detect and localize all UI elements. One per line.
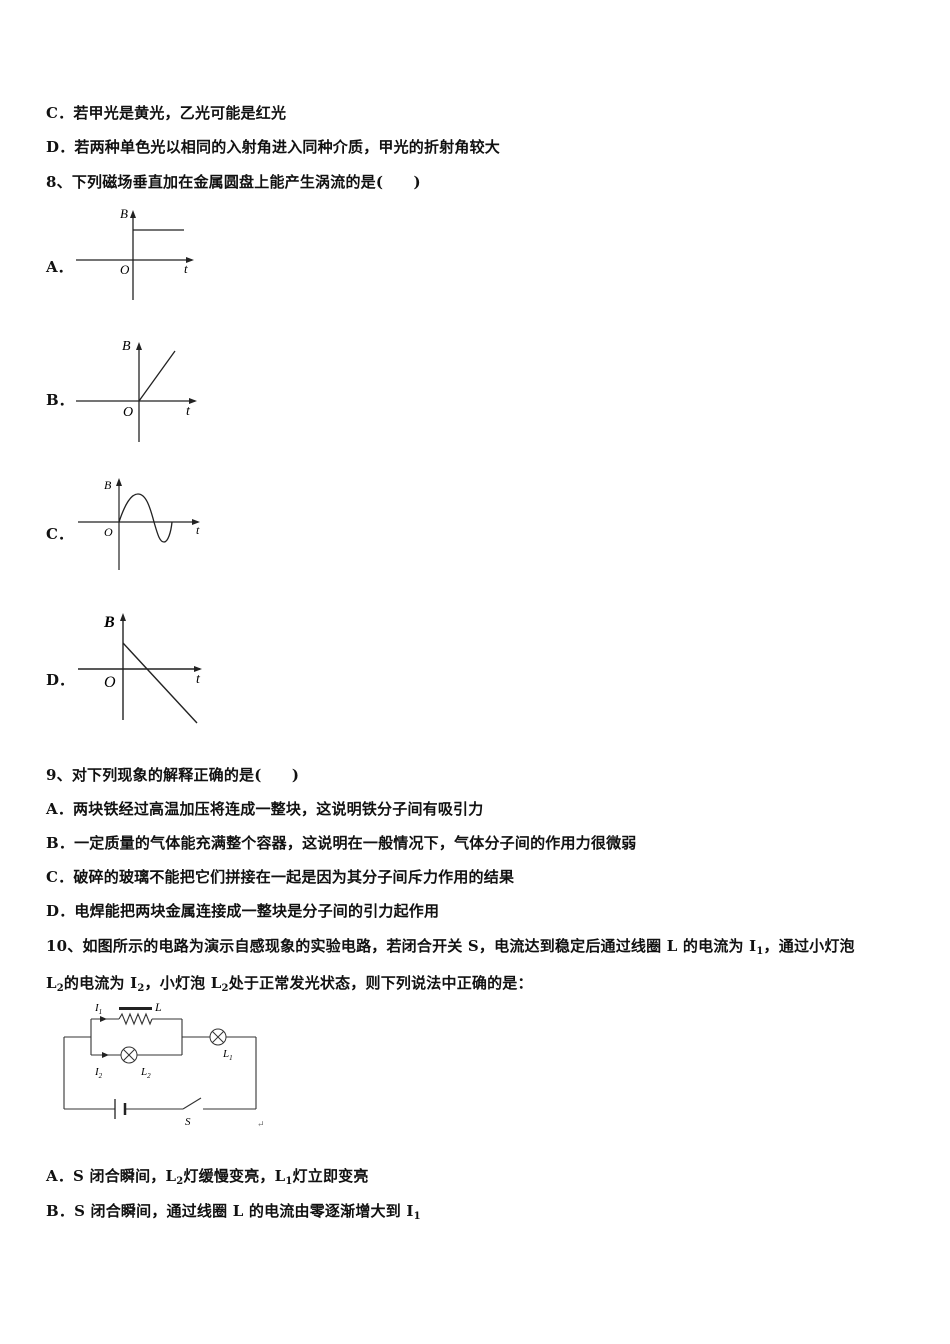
q8-graph-b: B t O (76, 339, 197, 442)
label-l1: L1 (222, 1048, 233, 1062)
q7-option-d: D．若两种单色光以相同的入射角进入同种介质，甲光的折射角较大 (46, 138, 501, 156)
q8-stem: 8、下列磁场垂直加在金属圆盘上能产生涡流的是( ) (46, 173, 421, 191)
lamp-l1 (209, 1028, 227, 1046)
q9-stem: 9、对下列现象的解释正确的是( ) (46, 766, 300, 784)
q10-stem-line1: 10、如图所示的电路为演示自感现象的实验电路，若闭合开关 S，电流达到稳定后通过… (46, 937, 855, 957)
q10-option-a: A．S 闭合瞬间，L2灯缓慢变亮，L1灯立即变亮 (46, 1167, 369, 1187)
q8-option-b-label: B． (46, 391, 74, 409)
q10-stem-line2: L2的电流为 I2，小灯泡 L2处于正常发光状态，则下列说法中正确的是： (46, 974, 533, 994)
q9-option-a: A．两块铁经过高温加压将连成一整块，这说明铁分子间有吸引力 (46, 800, 484, 818)
q8-graph-d: B t O (78, 613, 202, 724)
label-s: S (185, 1116, 191, 1128)
q8-b-axis-t: t (186, 404, 191, 419)
q8-c-axis-t: t (196, 523, 200, 537)
paragraph-mark-icon: ↵ (257, 1119, 265, 1129)
label-i2: I2 (94, 1066, 103, 1080)
q8-a-origin: O (120, 262, 130, 277)
arrow-i2 (102, 1052, 109, 1058)
label-i1: I1 (94, 1002, 102, 1016)
q8-option-d-label: D． (46, 671, 75, 689)
q9-option-d: D．电焊能把两块金属连接成一整块是分子间的引力起作用 (46, 902, 440, 920)
q8-d-origin: O (104, 674, 116, 691)
q10-circuit-diagram: I1 L I2 L2 L1 S ↵ (63, 1000, 265, 1129)
q8-graph-c: B t O (78, 478, 200, 570)
label-l: L (154, 1000, 162, 1014)
arrow-i1 (100, 1016, 107, 1022)
q8-graph-a: B t O (76, 206, 194, 300)
lamp-l2 (120, 1046, 138, 1064)
q9-option-b: B．一定质量的气体能充满整个容器，这说明在一般情况下，气体分子间的作用力很微弱 (46, 834, 637, 852)
q8-c-origin: O (104, 525, 113, 539)
q8-option-a-label: A． (46, 258, 73, 276)
q8-a-axis-b: B (120, 206, 128, 221)
q10-option-b: B．S 闭合瞬间，通过线圈 L 的电流由零逐渐增大到 I1 (46, 1202, 421, 1222)
q7-option-c: C．若甲光是黄光，乙光可能是红光 (46, 104, 287, 122)
label-l2: L2 (140, 1066, 151, 1080)
q8-c-axis-b: B (104, 478, 112, 492)
q9-option-c: C．破碎的玻璃不能把它们拼接在一起是因为其分子间斥力作用的结果 (46, 868, 515, 886)
q8-b-axis-b: B (122, 339, 131, 354)
inductor-core (119, 1007, 152, 1010)
q8-b-origin: O (123, 405, 133, 420)
q8-d-axis-b: B (103, 614, 115, 631)
q8-d-axis-t: t (196, 672, 201, 687)
q8-a-axis-t: t (184, 261, 188, 276)
q8-option-c-label: C． (46, 525, 73, 543)
